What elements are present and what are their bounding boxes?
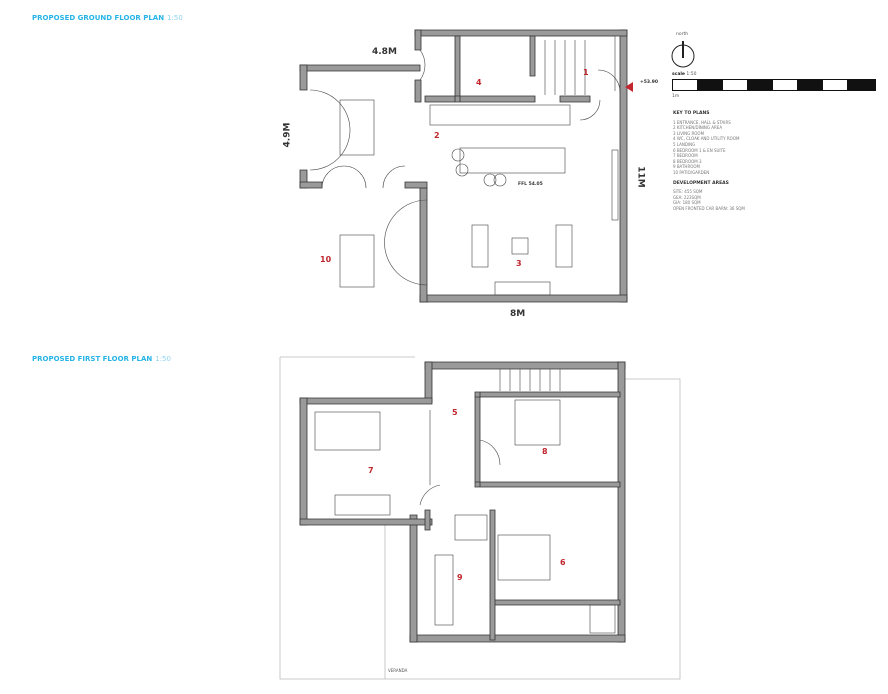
key-title: KEY TO PLANS [673,111,710,116]
key-item: 6 BEDROOM 1 & EN SUITE [673,147,726,153]
ground-wall-wing-left [299,64,308,189]
key-to-plans: KEY TO PLANS 1 ENTRANCE, HALL & STAIRS 2… [673,111,745,212]
room-7: 7 [368,466,374,475]
scale-caption: scale 1:50 [672,72,697,77]
key-item: 7 BEDROOM [673,153,698,159]
key-item: 2 KITCHEN/DINING AREA [673,125,723,131]
dimension-bottom: 8M [510,309,526,319]
room-4: 4 [476,78,482,87]
key-item: 4 WC, CLOAK AND UTILITY ROOM [673,136,740,142]
key-item: 9 BATHROOM [673,164,700,170]
ground-wall-right [619,29,628,303]
room-10: 10 [320,255,332,264]
ffl-level: FFL 54.05 [518,182,543,187]
room-9: 9 [457,573,463,582]
first-floor-plan [279,356,681,680]
scale-bar [672,79,876,91]
entrance-marker-icon [625,82,633,92]
area-item: OPEN FRONTED CAR BARN: 36 SQM [673,205,745,211]
ground-wall-wing-top [299,64,421,72]
area-item: SITE: 455 SQM [673,189,703,195]
room-2: 2 [434,131,440,140]
veranda-outline [279,356,681,680]
room-3: 3 [516,259,522,268]
dimension-right: 11M [635,166,646,188]
dimension-left: 4.9M [282,122,293,148]
scale-unit: 1m [672,94,680,99]
north-arrow-icon [671,41,695,68]
entrance-level: +53.90 [640,80,659,85]
ground-wall-bottom [419,294,628,303]
key-item: 8 BEDROOM 3 [673,158,702,164]
ground-wall-wing-bottom [299,181,428,189]
dimension-top: 4.8M [372,47,397,57]
area-item: GEA: 223SQM [673,194,701,200]
ground-wall-top [414,29,628,37]
key-item: 10 PATIO/GARDEN [673,169,710,175]
north-label: north [676,32,689,37]
room-1: 1 [583,68,589,77]
ground-wall-inner [414,29,591,103]
key-item: 5 LANDING [673,141,696,147]
veranda-label: VERANDA [388,668,408,673]
room-8: 8 [542,447,548,456]
room-6: 6 [560,558,566,567]
key-item: 1 ENTRANCE, HALL & STAIRS [673,119,731,125]
areas-title: DEVELOPMENT AREAS [673,180,729,186]
key-item: 3 LIVING ROOM [673,130,705,136]
room-5: 5 [452,408,458,417]
ground-floor-plan [299,29,633,303]
area-item: GIA: 180 SQM [673,200,701,206]
